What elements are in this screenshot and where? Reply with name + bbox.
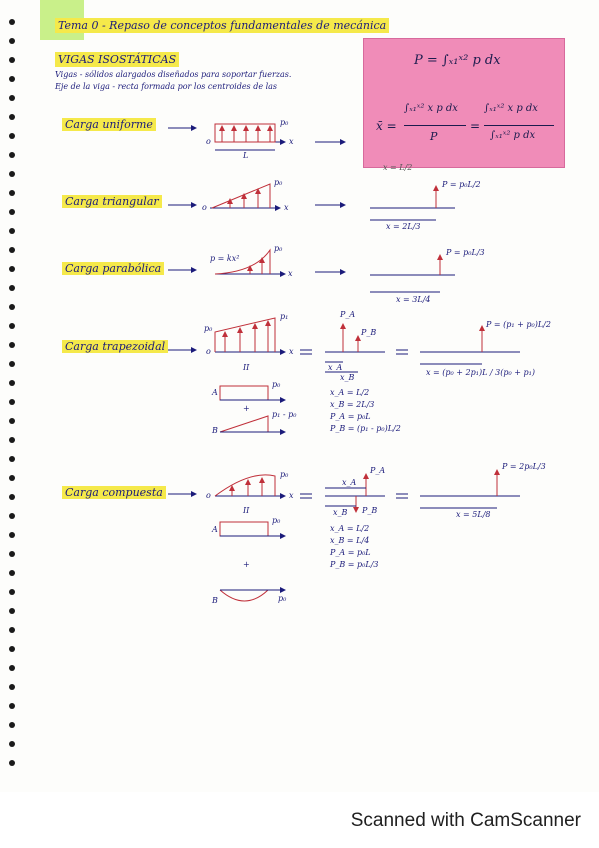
scanner-footer: Scanned with CamScanner <box>0 792 599 848</box>
trapezoidal-eq-2: P_A = p₀L <box>330 412 371 421</box>
trapezoidal-pb: P_B <box>361 328 377 337</box>
composite-xa: x_A <box>342 478 357 487</box>
label-triangular: Carga triangular <box>62 195 162 208</box>
trapezoidal-resultant: P = (p₁ + p₀)L/2 <box>486 320 551 329</box>
resultant-definition: P = ∫ₓ₁ˣ² p dx <box>414 53 501 68</box>
notebook-page: Tema 0 - Repaso de conceptos fundamental… <box>9 0 565 766</box>
label-composite: Carga compuesta <box>62 486 166 499</box>
trapezoidal-pa: P_A <box>340 310 356 319</box>
diagram-canvas <box>168 123 520 602</box>
centroid-equals: = <box>470 119 481 133</box>
trapezoidal-load0: p₀ <box>204 324 213 333</box>
section-title: Vigas isostáticas <box>55 52 180 67</box>
composite-eq-0: x_A = L/2 <box>330 524 370 533</box>
intro-line-2: Eje de la viga - recta formada por los c… <box>55 82 278 91</box>
formula-overflow: x = L/2 <box>383 163 413 172</box>
composite-position: x = 5L/8 <box>456 510 491 519</box>
composite-eq-1: x_B = L/4 <box>330 536 370 545</box>
composite-axis: x <box>289 491 294 500</box>
scanner-watermark: Scanned with CamScanner <box>350 810 581 831</box>
trapezoidal-load-diagram <box>168 317 520 435</box>
centroid-lhs: x̄ = <box>376 119 397 133</box>
triangular-origin: o <box>202 203 207 212</box>
spiral-binding <box>9 19 15 766</box>
trapezoidal-part-a: A <box>212 388 218 397</box>
trapezoidal-origin: o <box>206 347 211 356</box>
composite-plus: + <box>243 560 250 569</box>
formula-box: P = ∫ₓ₁ˣ² p dx x̄ = ∫ₓ₁ˣ² x p dx P = ∫ₓ₁… <box>363 38 565 168</box>
composite-part-a-load: p₀ <box>272 516 281 525</box>
composite-resultant: P = 2p₀L/3 <box>502 462 546 471</box>
trapezoidal-eq-0: x_A = L/2 <box>330 388 370 397</box>
parabolic-load: p₀ <box>274 244 283 253</box>
centroid-fraction-num: ∫ₓ₁ˣ² x p dx <box>404 103 458 114</box>
trapezoidal-plus: + <box>243 404 250 413</box>
composite-load-diagram <box>168 469 520 602</box>
label-parabolic: Carga parabólica <box>62 262 165 275</box>
triangular-load-diagram <box>168 183 455 221</box>
centroid-fraction2-den: ∫ₓ₁ˣ² p dx <box>490 130 536 141</box>
label-uniform: Carga uniforme <box>62 118 156 131</box>
intro-line-1: Vigas - sólidos alargados diseñados para… <box>55 70 292 79</box>
uniform-load: p₀ <box>280 118 289 127</box>
trapezoidal-load1: p₁ <box>280 312 289 321</box>
composite-part-b-load: p₀ <box>278 594 287 603</box>
composite-eq-2: P_A = p₀L <box>330 548 371 557</box>
centroid-fraction-bar <box>404 125 466 126</box>
label-trapezoidal: Carga trapezoidal <box>62 340 169 353</box>
parabolic-axis: x <box>288 269 293 278</box>
trapezoidal-axis: x <box>289 347 294 356</box>
uniform-length: L <box>243 151 249 160</box>
composite-part-a: A <box>212 525 218 534</box>
trapezoidal-part-b-load: p₁ - p₀ <box>272 410 297 419</box>
trapezoidal-part-b: B <box>212 426 218 435</box>
composite-pa: P_A <box>370 466 386 475</box>
trapezoidal-xb: x_B <box>340 373 355 382</box>
triangular-position: x = 2L/3 <box>386 222 421 231</box>
composite-part-b: B <box>212 596 218 605</box>
trapezoidal-eq-1: x_B = 2L/3 <box>330 400 375 409</box>
parabolic-position: x = 3L/4 <box>396 295 431 304</box>
parabolic-resultant: P = p₀L/3 <box>446 248 485 257</box>
triangular-axis: x <box>284 203 289 212</box>
parabolic-load-diagram <box>168 248 455 293</box>
triangular-resultant: P = p₀L/2 <box>442 180 481 189</box>
centroid-fraction2-bar <box>484 125 554 126</box>
trapezoidal-xa: x_A <box>328 363 343 372</box>
uniform-origin: o <box>206 137 211 146</box>
trapezoidal-eq-3: P_B = (p₁ - p₀)L/2 <box>330 424 401 433</box>
triangular-load: p₀ <box>274 178 283 187</box>
trapezoidal-position: x = (p₀ + 2p₁)L / 3(p₀ + p₁) <box>426 368 535 377</box>
parabolic-curve: p = kx² <box>210 254 240 263</box>
centroid-fraction-den: P <box>430 130 438 143</box>
page-title: Tema 0 - Repaso de conceptos fundamental… <box>55 18 390 33</box>
composite-load: p₀ <box>280 470 289 479</box>
trapezoidal-equiv: II <box>243 363 250 372</box>
composite-equiv: II <box>243 506 250 515</box>
uniform-axis: x <box>289 137 294 146</box>
composite-pb: P_B <box>362 506 378 515</box>
trapezoidal-part-a-load: p₀ <box>272 380 281 389</box>
composite-eq-3: P_B = p₀L/3 <box>330 560 379 569</box>
composite-xb: x_B <box>333 508 348 517</box>
centroid-fraction2-num: ∫ₓ₁ˣ² x p dx <box>484 103 538 114</box>
uniform-load-diagram <box>168 123 346 151</box>
composite-origin: o <box>206 491 211 500</box>
